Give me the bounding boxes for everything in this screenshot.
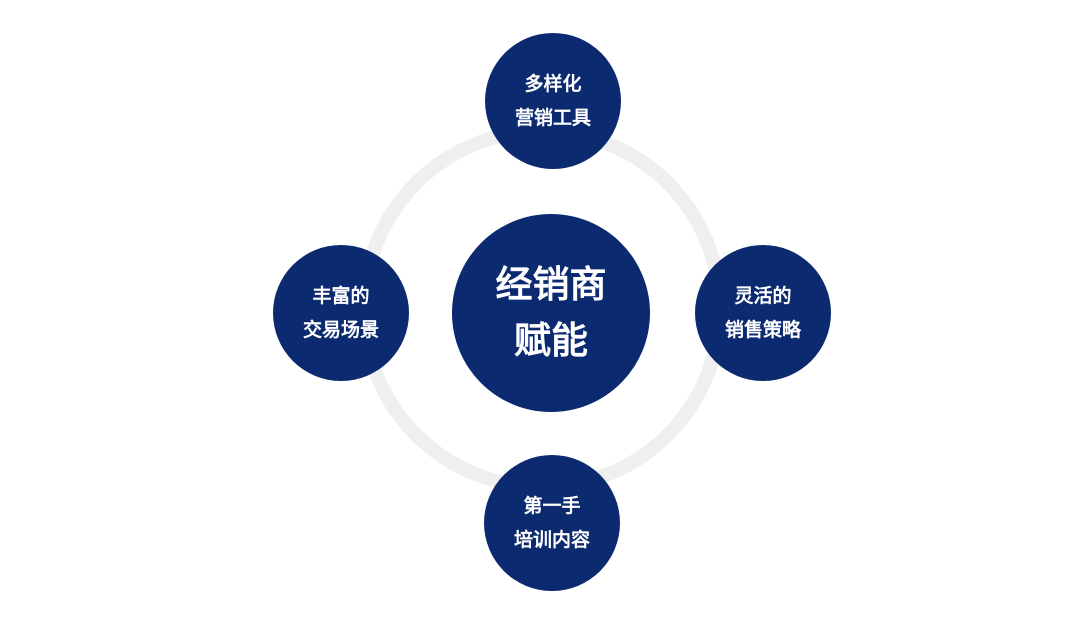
node-left-line-1: 丰富的 (312, 285, 370, 307)
node-top-line-1: 多样化 (524, 73, 582, 95)
node-firsthand-training-content: 第一手 培训内容 (484, 455, 620, 591)
node-top-line-2: 营销工具 (514, 107, 591, 129)
node-bottom-line-1: 第一手 (523, 495, 581, 517)
node-rich-trading-scenarios: 丰富的 交易场景 (273, 245, 409, 381)
node-flexible-sales-strategy: 灵活的 销售策略 (695, 245, 831, 381)
node-right-line-1: 灵活的 (734, 285, 792, 307)
node-diverse-marketing-tools: 多样化 营销工具 (485, 33, 621, 169)
center-node-line-1: 经销商 (495, 263, 607, 306)
center-node-line-2: 赋能 (514, 319, 588, 362)
node-left-line-2: 交易场景 (302, 319, 379, 341)
center-node-dealer-empowerment: 经销商 赋能 (452, 214, 650, 412)
node-right-line-2: 销售策略 (724, 319, 801, 341)
node-bottom-line-2: 培训内容 (513, 529, 590, 551)
